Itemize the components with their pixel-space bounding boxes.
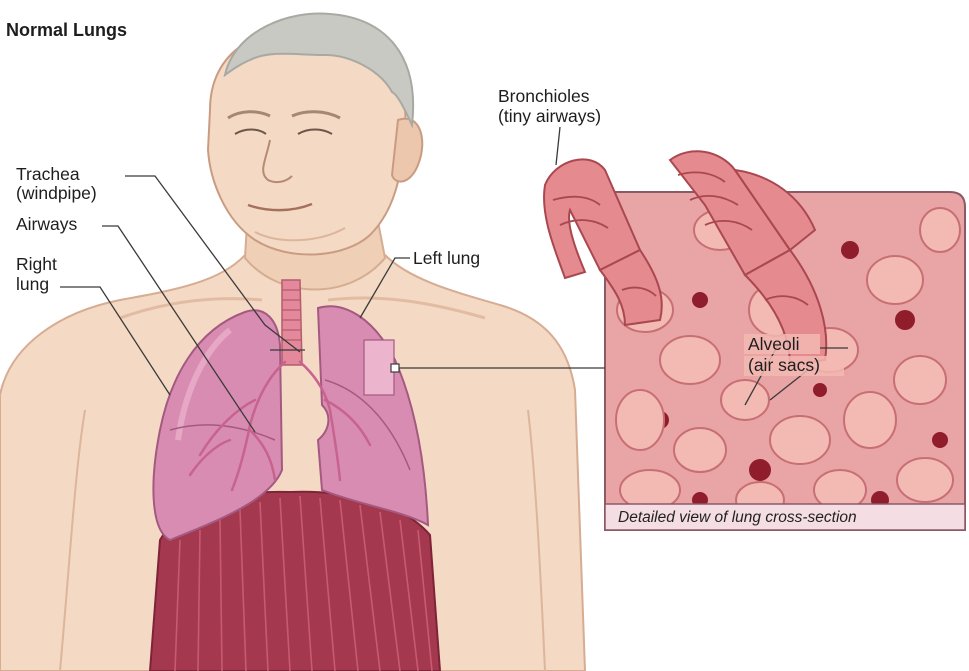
bronchioles-label: Bronchioles (tiny airways)	[498, 86, 601, 126]
trachea	[282, 280, 302, 365]
right-lung-label: Right lung	[16, 254, 62, 294]
ear	[392, 119, 422, 182]
diagram-title: Normal Lungs	[6, 20, 127, 40]
airways-label: Airways	[16, 214, 78, 234]
bronchioles-leader	[556, 127, 560, 165]
detail-caption: Detailed view of lung cross-section	[618, 509, 857, 526]
left-lung-label: Left lung	[413, 248, 480, 268]
left-lung-sample-box	[364, 340, 394, 395]
trachea-label: Trachea (windpipe)	[16, 164, 97, 203]
